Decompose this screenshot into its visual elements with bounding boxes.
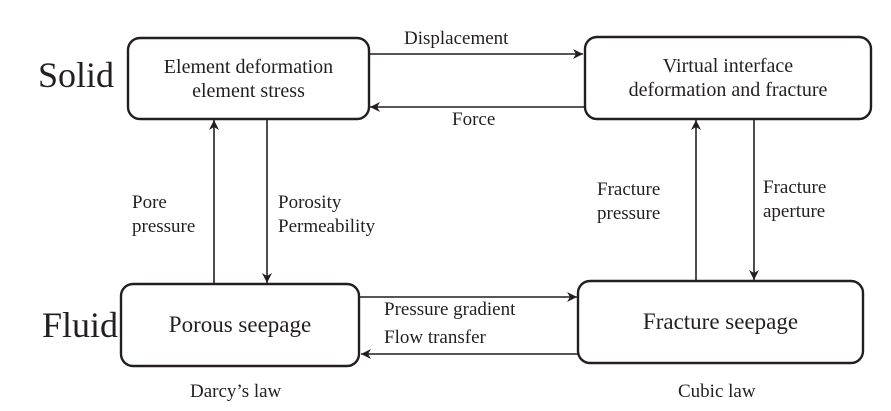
node-interface-line1: Virtual interface — [662, 55, 794, 77]
node-element-line1: Element deformation — [163, 55, 334, 78]
displacement-label: Displacement — [404, 28, 509, 49]
node-interface-line2: deformation and fracture — [628, 79, 828, 101]
node-interface-box — [583, 35, 873, 121]
pore-pressure-label: Pore pressure — [132, 191, 195, 239]
fracture-aperture-label: Fracture aperture — [763, 176, 826, 224]
node-element-line2: element stress — [192, 79, 305, 102]
porosity-permeability-label: Porosity Permeability — [278, 191, 375, 239]
node-fracture: Fracture seepage — [578, 281, 863, 363]
pressure-gradient-label: Pressure gradient — [384, 299, 516, 320]
pore-pressure-line2: pressure — [132, 215, 196, 237]
permeability-line: Permeability — [278, 215, 376, 237]
fracture-aperture-line2: aperture — [763, 200, 826, 222]
node-porous-label: Porous seepage — [168, 312, 312, 338]
fracture-aperture-line1: Fracture — [763, 177, 827, 198]
fracture-caption: Cubic law — [678, 381, 756, 402]
fracture-pressure-line2: pressure — [597, 202, 661, 224]
porosity-line: Porosity — [278, 192, 342, 213]
pore-pressure-line1: Pore — [132, 192, 167, 213]
node-fracture-box — [576, 279, 865, 365]
node-interface: Virtual interface deformation and fractu… — [585, 37, 871, 119]
porous-caption: Darcy’s law — [190, 381, 282, 402]
solid-row-label: Solid — [38, 55, 115, 95]
force-label: Force — [452, 109, 496, 130]
fracture-pressure-label: Fracture pressure — [597, 178, 660, 226]
fracture-pressure-line1: Fracture — [597, 179, 661, 200]
node-fracture-label: Fracture seepage — [642, 309, 799, 335]
node-element: Element deformation element stress — [128, 38, 369, 119]
fluid-row-label: Fluid — [42, 305, 119, 345]
flow-transfer-label: Flow transfer — [384, 327, 486, 348]
node-porous: Porous seepage — [121, 284, 359, 366]
node-element-box — [126, 36, 371, 121]
node-porous-box — [119, 282, 361, 368]
